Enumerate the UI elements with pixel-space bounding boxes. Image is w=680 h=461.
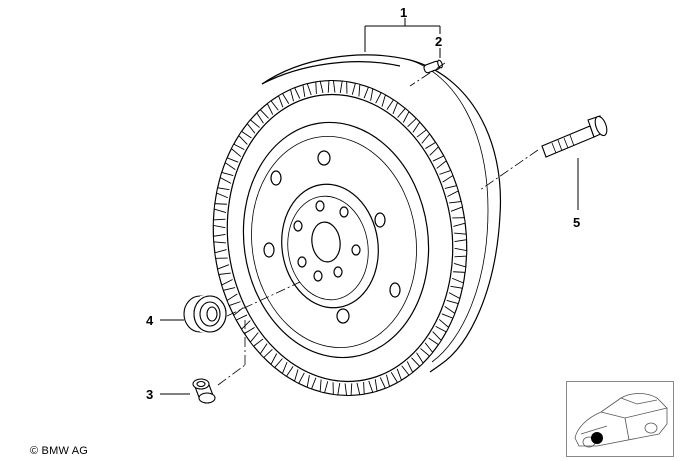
gear-tooth [420, 342, 434, 357]
gear-tooth [278, 92, 290, 108]
gear-tooth [294, 369, 305, 384]
gear-tooth [375, 92, 386, 107]
part-location-marker [591, 432, 603, 444]
gear-tooth [452, 217, 466, 227]
gear-tooth [449, 201, 463, 212]
gear-tooth [432, 155, 447, 169]
gear-tooth [213, 203, 227, 214]
gear-tooth [221, 279, 236, 291]
gear-tooth [302, 83, 312, 97]
flywheel-drawing [212, 54, 502, 397]
gear-tooth [249, 332, 264, 347]
gear-tooth [212, 218, 226, 229]
gear-tooth [390, 368, 402, 384]
car-outline-icon [574, 393, 668, 448]
gear-tooth [281, 361, 294, 377]
gear-tooth [379, 374, 391, 389]
copyright-notice: © BMW AG [30, 445, 88, 457]
gear-tooth [446, 292, 461, 305]
gear-tooth [363, 86, 374, 101]
gear-tooth [216, 187, 230, 199]
ball-bearing-drawing [183, 295, 227, 333]
gear-tooth [327, 80, 336, 93]
callout-label: 1 [400, 5, 407, 20]
gear-tooth [256, 109, 269, 124]
gear-tooth [428, 331, 442, 346]
sleeve-drawing [192, 378, 216, 404]
gear-tooth [407, 117, 421, 133]
gear-tooth [259, 343, 273, 359]
gear-tooth [332, 382, 341, 396]
gear-tooth [319, 379, 329, 394]
callout-label: 3 [146, 387, 153, 402]
callout-label: 5 [573, 215, 580, 230]
gear-tooth [401, 361, 414, 376]
gear-tooth [240, 320, 255, 335]
gear-tooth [435, 319, 450, 333]
vehicle-locator-inset [566, 381, 674, 457]
gear-teeth [212, 80, 468, 396]
gear-tooth [344, 383, 353, 396]
assembly-axes [217, 62, 539, 386]
gear-tooth [386, 99, 399, 115]
gear-tooth [217, 264, 231, 275]
gear-tooth [368, 379, 378, 393]
gear-tooth [339, 80, 348, 94]
gear-tooth [439, 169, 454, 183]
leader-lines [160, 18, 579, 395]
gear-tooth [453, 262, 467, 273]
gear-tooth [219, 171, 234, 184]
callout-label: 2 [435, 34, 442, 49]
gear-tooth [441, 306, 456, 319]
gear-tooth [306, 375, 317, 390]
gear-tooth [444, 185, 459, 197]
gear-tooth [214, 249, 228, 259]
gear-tooth [454, 232, 467, 243]
gear-tooth [356, 382, 365, 396]
gear-tooth [454, 247, 468, 258]
gear-tooth [238, 130, 252, 145]
gear-tooth [213, 233, 226, 244]
gear-tooth [450, 277, 464, 289]
gear-tooth [224, 157, 239, 170]
gear-tooth [351, 82, 361, 97]
gear-tooth [411, 352, 424, 367]
callout-label: 4 [146, 313, 154, 328]
gear-tooth [289, 87, 301, 102]
gear-tooth [233, 307, 248, 321]
gear-tooth [270, 353, 283, 369]
gear-tooth [397, 107, 410, 123]
flywheel-bolt-drawing [541, 115, 608, 158]
gear-tooth [315, 80, 324, 94]
gear-tooth [226, 293, 241, 307]
gear-tooth [425, 141, 440, 156]
gear-tooth [266, 100, 279, 115]
gear-tooth [230, 143, 245, 157]
gear-tooth [416, 129, 431, 144]
gear-tooth [246, 119, 260, 134]
